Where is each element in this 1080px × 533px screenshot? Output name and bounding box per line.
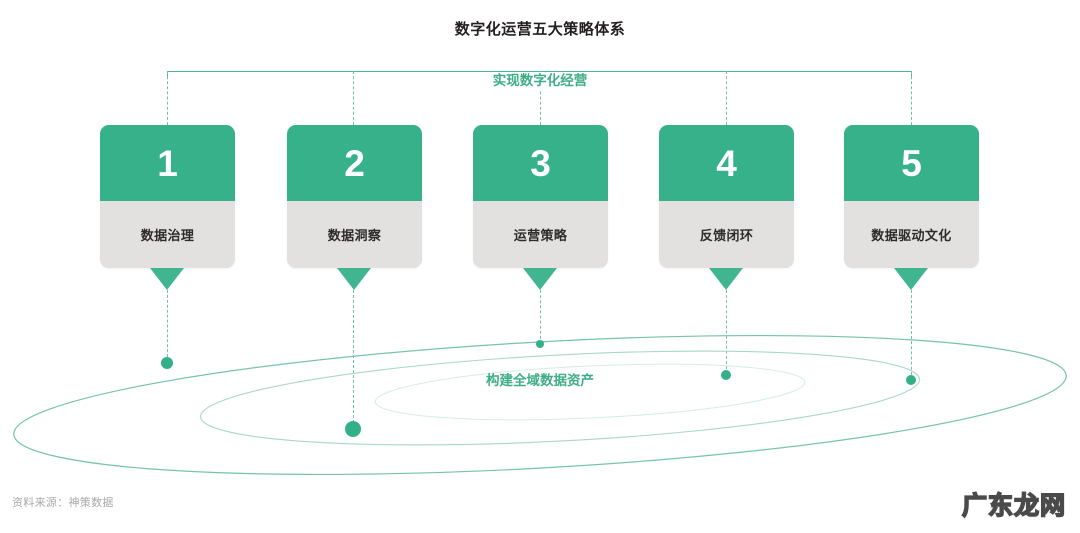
orbit-drop-5	[911, 290, 912, 380]
down-arrow-icon-5	[894, 268, 928, 290]
strategy-card-5[interactable]: 5 数据驱动文化	[844, 125, 979, 268]
strategy-card-4[interactable]: 4 反馈闭环	[659, 125, 794, 268]
orbit-dot-3	[536, 340, 544, 348]
orbit-dot-1	[161, 357, 173, 369]
strategy-card-3[interactable]: 3 运营策略	[473, 125, 608, 268]
page-title: 数字化运营五大策略体系	[454, 21, 626, 38]
card-header-3: 3	[473, 125, 608, 201]
card-number-3: 3	[530, 142, 551, 184]
card-header-2: 2	[287, 125, 422, 201]
card-label-5: 数据驱动文化	[871, 228, 952, 243]
orbit-drop-4	[726, 290, 727, 374]
down-arrow-icon-3	[523, 268, 557, 290]
card-header-1: 1	[100, 125, 235, 201]
orbit-drop-3	[540, 290, 541, 344]
bracket-label: 实现数字化经营	[452, 72, 628, 90]
card-header-5: 5	[844, 125, 979, 201]
card-body-3: 运营策略	[473, 201, 608, 268]
strategy-card-1[interactable]: 1 数据治理	[100, 125, 235, 268]
down-arrow-icon-4	[709, 268, 743, 290]
card-label-4: 反馈闭环	[699, 228, 754, 243]
card-number-4: 4	[716, 142, 737, 184]
bracket-drop-5	[911, 71, 912, 125]
card-label-2: 数据洞察	[327, 228, 382, 243]
orbit-ellipse-inner	[374, 363, 806, 421]
orbit-dot-2	[345, 421, 361, 437]
orbit-ellipse-middle	[199, 350, 921, 446]
orbit-drop-1	[167, 290, 168, 362]
source-text: 资料来源：神策数据	[12, 497, 114, 509]
bracket-drop-1	[167, 71, 168, 125]
card-body-1: 数据治理	[100, 201, 235, 268]
card-number-1: 1	[157, 142, 178, 184]
down-arrow-icon-1	[150, 268, 184, 290]
orbit-dot-5	[906, 375, 916, 385]
bracket-drop-3	[540, 71, 541, 125]
card-body-4: 反馈闭环	[659, 201, 794, 268]
card-body-5: 数据驱动文化	[844, 201, 979, 268]
card-label-3: 运营策略	[513, 228, 568, 243]
bracket-horizontal-line	[167, 71, 912, 72]
down-arrow-icon-2	[337, 268, 371, 290]
strategy-card-2[interactable]: 2 数据洞察	[287, 125, 422, 268]
bracket-drop-4	[726, 71, 727, 125]
orbit-dot-4	[721, 370, 731, 380]
orbit-drop-2	[353, 290, 354, 428]
card-label-1: 数据治理	[140, 228, 195, 243]
card-number-5: 5	[901, 142, 922, 184]
card-number-2: 2	[344, 142, 365, 184]
orbit-label: 构建全域数据资产	[486, 373, 594, 388]
card-body-2: 数据洞察	[287, 201, 422, 268]
bracket-drop-2	[353, 71, 354, 125]
watermark-logo: 广东龙网	[961, 490, 1066, 521]
card-header-4: 4	[659, 125, 794, 201]
